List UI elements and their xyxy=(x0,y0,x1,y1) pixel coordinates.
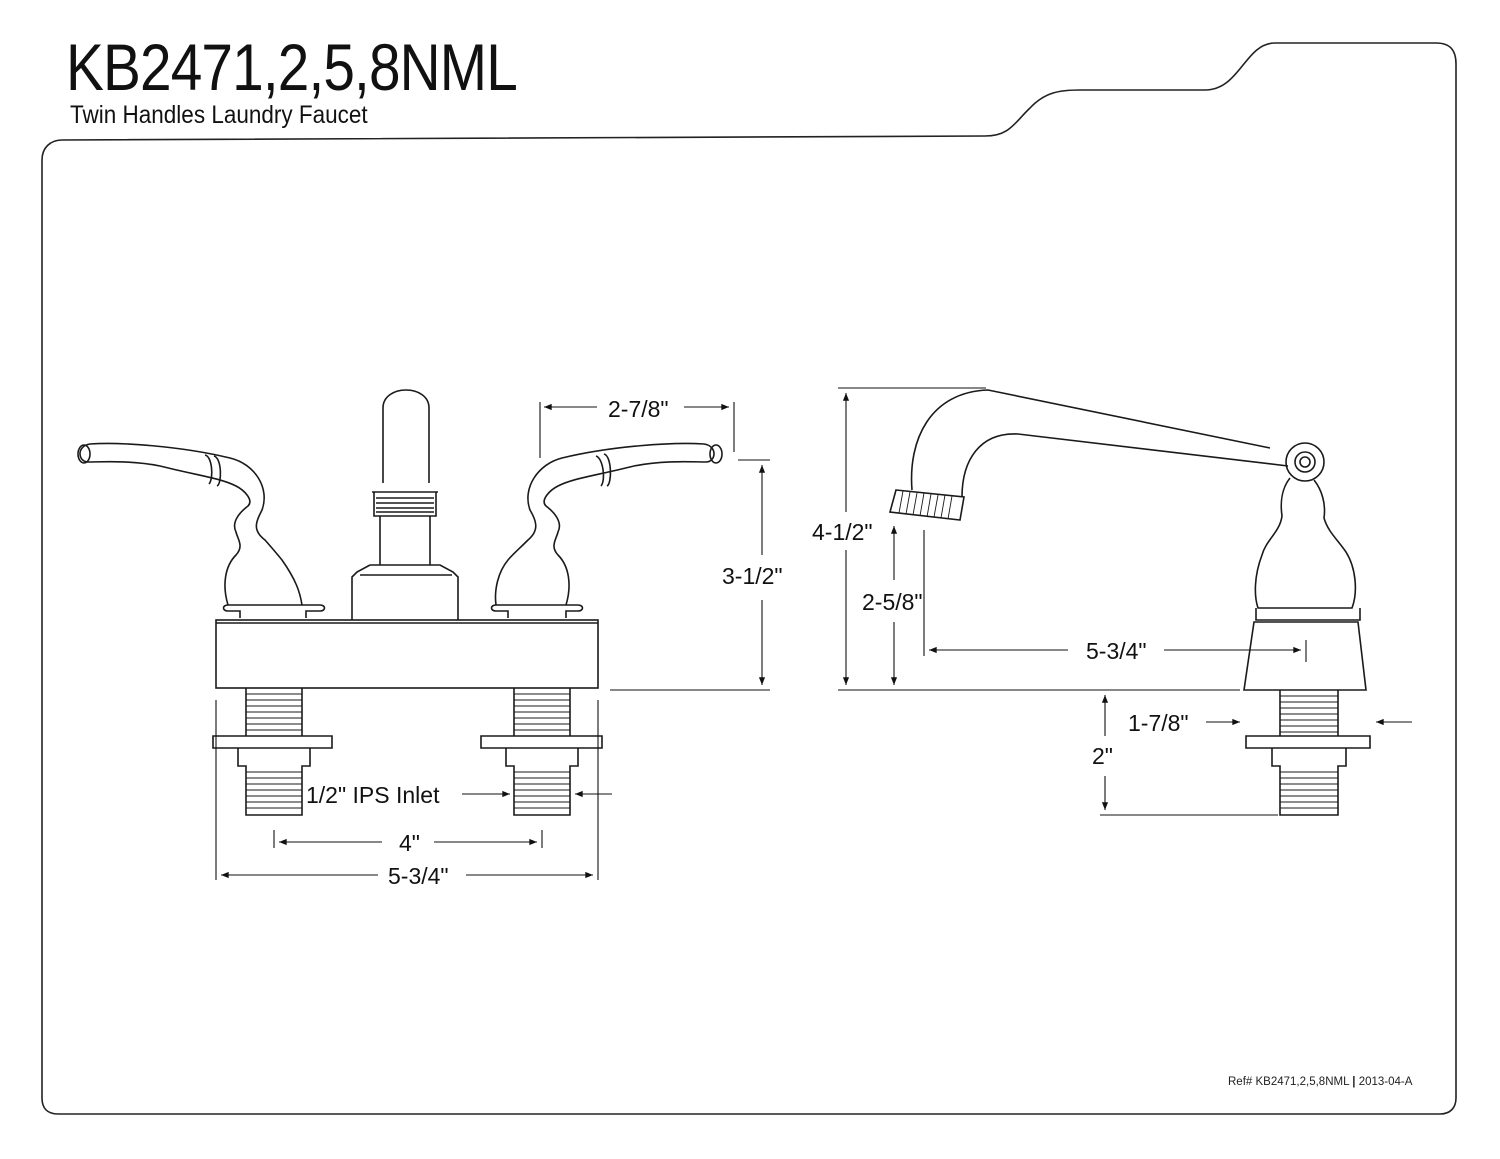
ref-model: KB2471,2,5,8NML xyxy=(1255,1076,1350,1088)
front-view xyxy=(77,389,723,816)
dim-front-height: 3-1/2" xyxy=(722,563,783,589)
front-dimensions xyxy=(215,402,770,880)
side-handle-knob xyxy=(1285,442,1325,482)
page-subtitle: Twin Handles Laundry Faucet xyxy=(70,101,368,129)
dim-front-width: 5-3/4" xyxy=(388,863,449,889)
front-pedestal xyxy=(351,564,459,620)
ref-revision: 2013-04-A xyxy=(1358,1076,1413,1088)
side-view xyxy=(888,389,1371,816)
reference-footer: Ref# KB2471,2,5,8NML | 2013-04-A xyxy=(1228,1076,1412,1088)
side-spout-arm xyxy=(910,389,1289,498)
side-aerator xyxy=(888,489,965,521)
side-body xyxy=(1254,477,1357,609)
dim-side-reach: 5-3/4" xyxy=(1086,638,1147,664)
ref-label: Ref# xyxy=(1228,1076,1253,1088)
front-deck xyxy=(215,619,599,689)
dim-side-shank-depth: 1-7/8" xyxy=(1128,710,1189,736)
side-shank xyxy=(1245,690,1371,816)
sheet-frame xyxy=(41,42,1457,1115)
side-dimensions xyxy=(838,387,1412,816)
front-spout xyxy=(382,389,430,483)
front-right-handle xyxy=(490,442,715,618)
dim-front-center: 4" xyxy=(399,830,420,856)
dim-side-spout-height: 2-5/8" xyxy=(862,589,923,615)
dim-front-inlet: 1/2" IPS Inlet xyxy=(306,782,440,808)
ref-separator: | xyxy=(1352,1076,1356,1088)
front-left-handle xyxy=(79,442,326,618)
dim-front-spread: 2-7/8" xyxy=(608,396,669,422)
side-deck xyxy=(1243,621,1367,691)
dim-side-shank-length: 2" xyxy=(1092,743,1113,769)
page-title: KB2471,2,5,8NML xyxy=(66,30,518,104)
dim-side-total-height: 4-1/2" xyxy=(812,519,873,545)
